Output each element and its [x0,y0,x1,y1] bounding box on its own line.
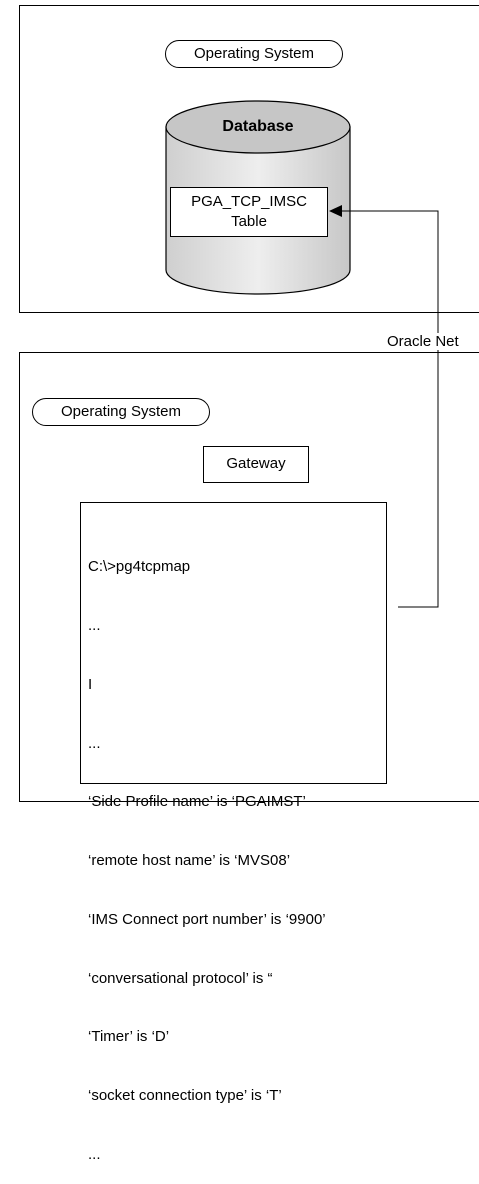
console-line: ... [88,616,101,634]
console-line: C:\>pg4tcpmap [88,558,191,576]
console-line: ... [88,1146,101,1163]
gateway-box: Gateway [203,446,309,483]
top-os-label: Operating System [165,40,343,68]
console-line: ‘IMS Connect port number’ is ‘9900’ [88,910,326,928]
console-line: ‘remote host name’ is ‘MVS08’ [88,852,291,870]
console-line: ... [88,734,101,752]
console-line: ‘conversational protocol’ is “ [88,969,273,987]
console-line: ‘Timer’ is ‘D’ [88,1028,170,1046]
bottom-os-label: Operating System [32,398,210,426]
pga-table-box: PGA_TCP_IMSC Table [170,187,328,237]
console-line: I [88,675,93,693]
console-line: ‘Side Profile name’ is ‘PGAIMST’ [88,793,306,811]
arrowhead-icon [329,205,342,217]
console-line: ‘socket connection type’ is ‘T’ [88,1087,282,1105]
oracle-net-connector [329,205,439,608]
table-name: PGA_TCP_IMSC [191,193,307,210]
table-word: Table [231,213,267,230]
console-output-box [80,502,387,784]
oracle-net-label: Oracle Net [385,333,461,350]
database-title: Database [222,118,294,135]
database-top-ellipse [165,100,351,154]
